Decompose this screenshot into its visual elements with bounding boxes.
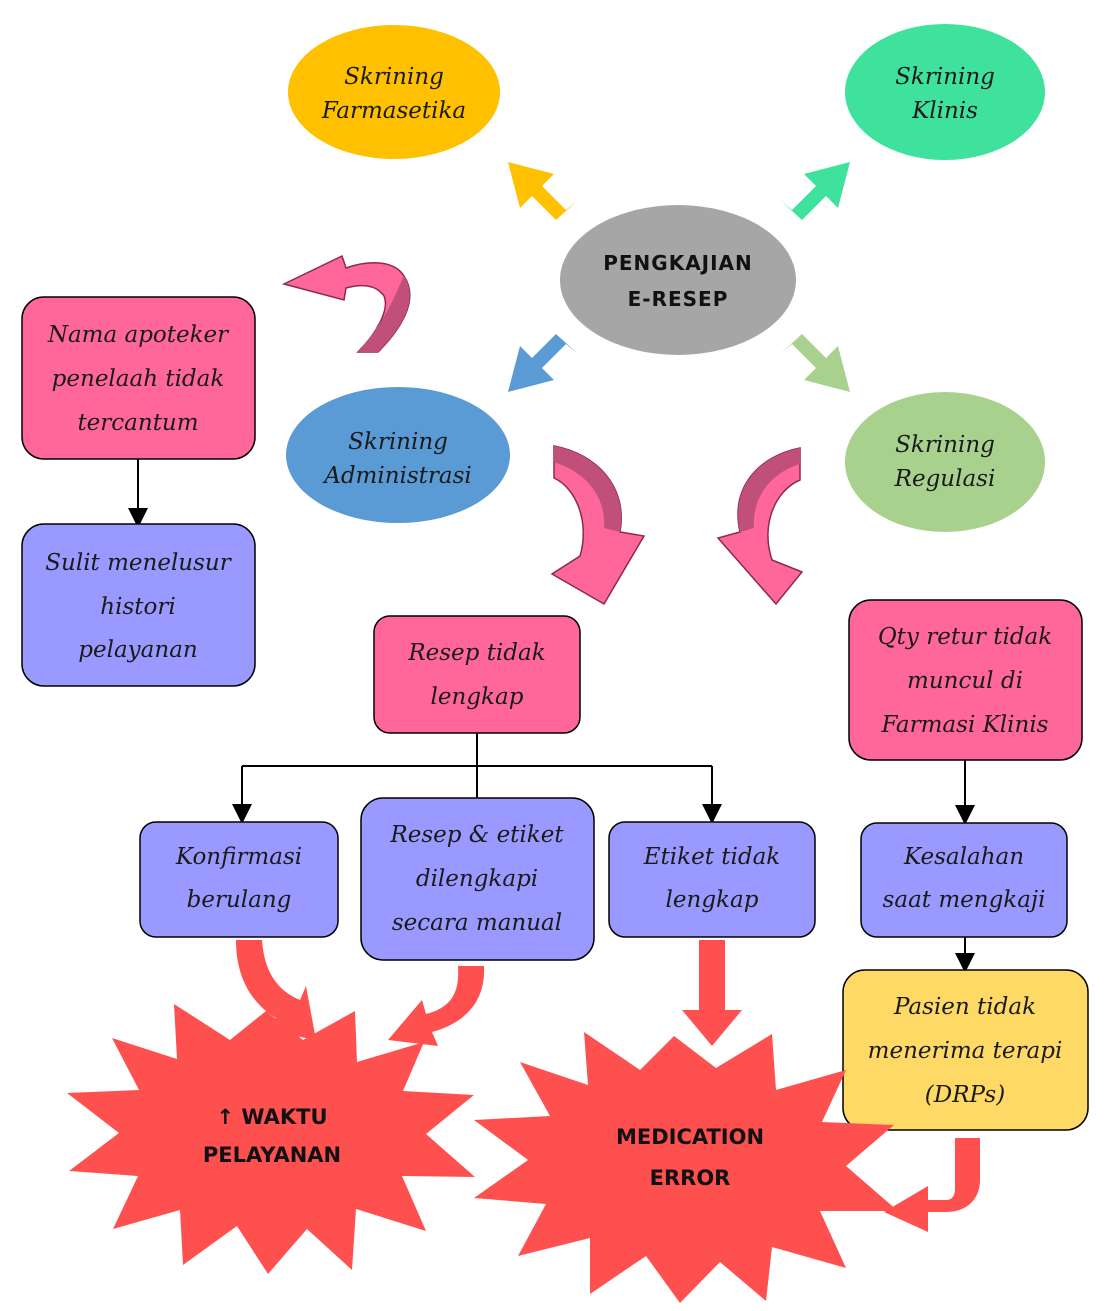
red-arrow-from-etiket bbox=[682, 940, 742, 1046]
resep-line2: lengkap bbox=[431, 684, 524, 710]
medication-line1: MEDICATION bbox=[616, 1125, 764, 1149]
curved-arrow-to-qty-retur bbox=[716, 447, 804, 606]
box-resep-tidak-lengkap: Resep tidak lengkap bbox=[373, 615, 581, 734]
box-etiket-tidak-lengkap: Etiket tidak lengkap bbox=[608, 821, 816, 938]
arrow-to-farmasetika bbox=[508, 162, 578, 220]
box-qty-retur: Qty retur tidak muncul di Farmasi Klinis bbox=[848, 599, 1083, 761]
konfirmasi-line2: berulang bbox=[187, 887, 292, 913]
etiket-line2: lengkap bbox=[666, 887, 759, 913]
red-arrow-from-pasien bbox=[884, 1138, 980, 1232]
red-arrow-from-konfirmasi bbox=[236, 940, 316, 1040]
farmasetika-line1: Skrining bbox=[344, 64, 444, 90]
box-konfirmasi-berulang: Konfirmasi berulang bbox=[139, 821, 339, 938]
curved-arrow-to-resep bbox=[550, 445, 646, 606]
nama-apoteker-line1: Nama apoteker bbox=[47, 322, 230, 348]
nama-apoteker-line3: tercantum bbox=[77, 410, 198, 436]
burst-waktu-pelayanan: ↑ WAKTU PELAYANAN bbox=[67, 1004, 475, 1274]
ellipse-skrining-farmasetika: Skrining Farmasetika bbox=[288, 25, 500, 159]
sulit-line2: histori bbox=[100, 594, 175, 620]
ellipse-pengkajian-e-resep: PENGKAJIAN E-RESEP bbox=[560, 205, 796, 355]
arrow-to-regulasi bbox=[780, 334, 850, 392]
administrasi-line1: Skrining bbox=[348, 429, 448, 455]
waktu-line1: ↑ WAKTU bbox=[216, 1105, 327, 1129]
curved-arrow-to-nama-apoteker bbox=[281, 254, 411, 353]
pasien-line2: menerima terapi bbox=[868, 1038, 1063, 1064]
box-nama-apoteker: Nama apoteker penelaah tidak tercantum bbox=[21, 296, 256, 460]
center-line2: E-RESEP bbox=[628, 287, 729, 311]
box-pasien-tidak-menerima-terapi: Pasien tidak menerima terapi (DRPs) bbox=[842, 969, 1089, 1131]
klinis-line1: Skrining bbox=[895, 64, 995, 90]
qty-line2: muncul di bbox=[907, 668, 1023, 694]
ellipse-skrining-regulasi: Skrining Regulasi bbox=[845, 392, 1045, 532]
box-kesalahan-saat-mengkaji: Kesalahan saat mengkaji bbox=[860, 822, 1068, 938]
medication-line2: ERROR bbox=[650, 1166, 731, 1190]
waktu-line2: PELAYANAN bbox=[203, 1143, 341, 1167]
nama-apoteker-line2: penelaah tidak bbox=[52, 366, 225, 392]
box-resep-etiket: Resep & etiket dilengkapi secara manual bbox=[360, 797, 595, 961]
farmasetika-line2: Farmasetika bbox=[321, 98, 466, 124]
pasien-line1: Pasien tidak bbox=[893, 994, 1036, 1020]
burst-medication-error: MEDICATION ERROR bbox=[474, 1032, 898, 1303]
pasien-line3: (DRPs) bbox=[925, 1082, 1005, 1108]
resep-etiket-line2: dilengkapi bbox=[416, 866, 538, 892]
ellipse-skrining-klinis: Skrining Klinis bbox=[845, 24, 1045, 160]
etiket-line1: Etiket tidak bbox=[643, 844, 780, 870]
administrasi-line2: Administrasi bbox=[322, 463, 472, 489]
arrow-to-klinis bbox=[780, 162, 850, 220]
sulit-line1: Sulit menelusur bbox=[45, 550, 232, 576]
sulit-line3: pelayanan bbox=[78, 637, 197, 663]
center-line1: PENGKAJIAN bbox=[603, 251, 753, 275]
ellipse-skrining-administrasi: Skrining Administrasi bbox=[286, 387, 510, 523]
box-sulit-menelusur: Sulit menelusur histori pelayanan bbox=[21, 523, 256, 687]
resep-etiket-line3: secara manual bbox=[392, 910, 562, 936]
klinis-line2: Klinis bbox=[911, 98, 978, 124]
konfirmasi-line1: Konfirmasi bbox=[175, 844, 302, 870]
resep-line1: Resep tidak bbox=[407, 640, 545, 666]
connector-resep-branches bbox=[232, 733, 722, 824]
qty-line3: Farmasi Klinis bbox=[881, 712, 1049, 738]
kesalahan-line1: Kesalahan bbox=[903, 844, 1024, 870]
qty-line1: Qty retur tidak bbox=[878, 624, 1052, 650]
arrow-to-administrasi bbox=[508, 334, 578, 392]
regulasi-line2: Regulasi bbox=[894, 466, 996, 492]
red-arrow-from-resep-etiket bbox=[388, 966, 485, 1046]
kesalahan-line2: saat mengkaji bbox=[883, 887, 1046, 913]
resep-etiket-line1: Resep & etiket bbox=[389, 822, 564, 848]
regulasi-line1: Skrining bbox=[895, 432, 995, 458]
